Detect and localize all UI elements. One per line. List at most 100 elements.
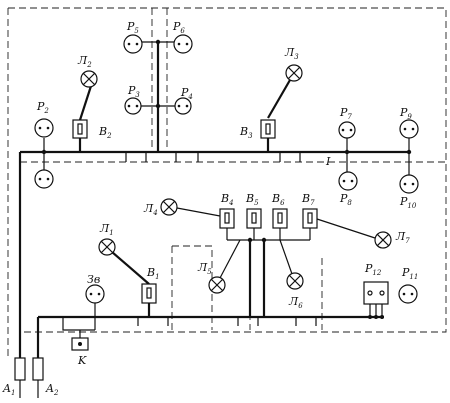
switch-label-b6: B — [271, 192, 280, 205]
lower-room-circuit — [14, 198, 418, 398]
lamp-label-l5: Л — [197, 261, 208, 274]
feeder-a2 — [32, 357, 44, 381]
label-subscript: 5 — [207, 268, 212, 276]
feeder-label-a2: A — [45, 382, 54, 395]
lamp-label-l4: Л — [143, 202, 154, 215]
socket-p3 — [124, 97, 142, 115]
switch-label-b2: B — [98, 125, 107, 138]
switch-b3 — [260, 119, 276, 139]
svg-text:P11: P11 — [401, 266, 418, 281]
svg-text:P8: P8 — [339, 192, 352, 207]
socket-p4 — [174, 97, 192, 115]
switch-label-b4: B — [220, 192, 229, 205]
socket-label-p7: P — [339, 106, 348, 119]
switch-label-b7: B — [301, 192, 310, 205]
socket-p8 — [338, 171, 358, 191]
bell-label: Зв — [87, 273, 100, 286]
socket-p9 — [399, 119, 419, 139]
svg-text:B2: B2 — [98, 125, 112, 140]
switch-b2 — [72, 119, 88, 139]
svg-text:P5: P5 — [126, 20, 139, 35]
socket-label-p8: P — [339, 192, 348, 205]
label-subscript: 4 — [228, 199, 233, 207]
label-subscript: 10 — [407, 202, 416, 210]
svg-text:P9: P9 — [399, 106, 412, 121]
lamp-label-l1: Л — [99, 222, 110, 235]
svg-text:P10: P10 — [399, 195, 417, 210]
label-subscript: 5 — [254, 199, 259, 207]
label-subscript: 2 — [106, 132, 112, 140]
switch-b5 — [246, 208, 262, 229]
label-subscript: 9 — [407, 113, 412, 121]
switch-b1 — [141, 283, 157, 304]
room-mark: I — [325, 155, 331, 168]
label-subscript: 5 — [134, 27, 139, 35]
label-subscript: 6 — [180, 27, 185, 35]
upper-room-circuit — [34, 34, 419, 194]
svg-text:K: K — [77, 354, 87, 367]
socket-label-p10: P — [399, 195, 408, 208]
label-subscript: 7 — [405, 237, 410, 245]
feeder-a1 — [14, 357, 26, 381]
label-subscript: 6 — [298, 302, 303, 310]
svg-text:Л2: Л2 — [77, 54, 92, 69]
bell — [85, 284, 105, 304]
label-subscript: 4 — [152, 209, 157, 217]
label-subscript: 2 — [86, 61, 92, 69]
label-subscript: 2 — [43, 107, 49, 115]
svg-text:Л7: Л7 — [395, 230, 410, 245]
svg-text:P3: P3 — [127, 84, 140, 99]
socket-label-p4: P — [180, 86, 189, 99]
switch-b7 — [302, 208, 318, 229]
socket-label-p9: P — [399, 106, 408, 119]
svg-text:Л3: Л3 — [284, 46, 299, 61]
lamp-label-l3: Л — [284, 46, 295, 59]
label-subscript: 3 — [248, 132, 253, 140]
socket-p2 — [34, 118, 54, 138]
label-subscript: 3 — [294, 53, 299, 61]
svg-text:Л5: Л5 — [197, 261, 212, 276]
socket-label-p12: P — [364, 262, 373, 275]
label-subscript: 7 — [310, 199, 315, 207]
socket-label-p2: P — [36, 100, 45, 113]
svg-text:B4: B4 — [220, 192, 234, 207]
button-label-k: K — [77, 354, 87, 367]
svg-text:P12: P12 — [364, 262, 382, 277]
socket-p2-lower — [34, 169, 54, 189]
label-subscript: 2 — [53, 389, 59, 397]
lamp-label-l7: Л — [395, 230, 406, 243]
svg-text:P2: P2 — [36, 100, 49, 115]
svg-text:Зв: Зв — [87, 273, 100, 286]
svg-text:Л6: Л6 — [288, 295, 303, 310]
svg-text:B7: B7 — [301, 192, 315, 207]
lamp-label-l2: Л — [77, 54, 88, 67]
label-subscript: 1 — [109, 229, 113, 237]
switch-b6 — [272, 208, 288, 229]
room-boundaries — [7, 7, 447, 360]
svg-text:A2: A2 — [45, 382, 59, 397]
labels: Л2 P2 B2 P5 P6 P3 P4 Л3 B3 P7 P9 P8 P10 … — [2, 20, 418, 397]
socket-p6 — [173, 34, 193, 54]
svg-text:I: I — [325, 155, 331, 168]
socket-label-p6: P — [172, 20, 181, 33]
label-subscript: 12 — [372, 269, 381, 277]
label-subscript: 6 — [280, 199, 285, 207]
svg-text:P6: P6 — [172, 20, 185, 35]
feeder-label-a1: A — [2, 382, 11, 395]
switch-label-b3: B — [239, 125, 248, 138]
svg-text:B3: B3 — [239, 125, 253, 140]
socket-label-p5: P — [126, 20, 135, 33]
svg-text:Л1: Л1 — [99, 222, 114, 237]
svg-text:B6: B6 — [271, 192, 285, 207]
label-subscript: 3 — [135, 91, 140, 99]
label-subscript: 1 — [11, 389, 15, 397]
label-subscript: 1 — [155, 273, 159, 281]
label-subscript: 7 — [347, 113, 352, 121]
svg-text:P4: P4 — [180, 86, 193, 101]
svg-text:B1: B1 — [146, 266, 160, 281]
switch-label-b5: B — [245, 192, 254, 205]
lamp-label-l6: Л — [288, 295, 299, 308]
switch-b4 — [219, 208, 235, 229]
socket-label-p3: P — [127, 84, 136, 97]
